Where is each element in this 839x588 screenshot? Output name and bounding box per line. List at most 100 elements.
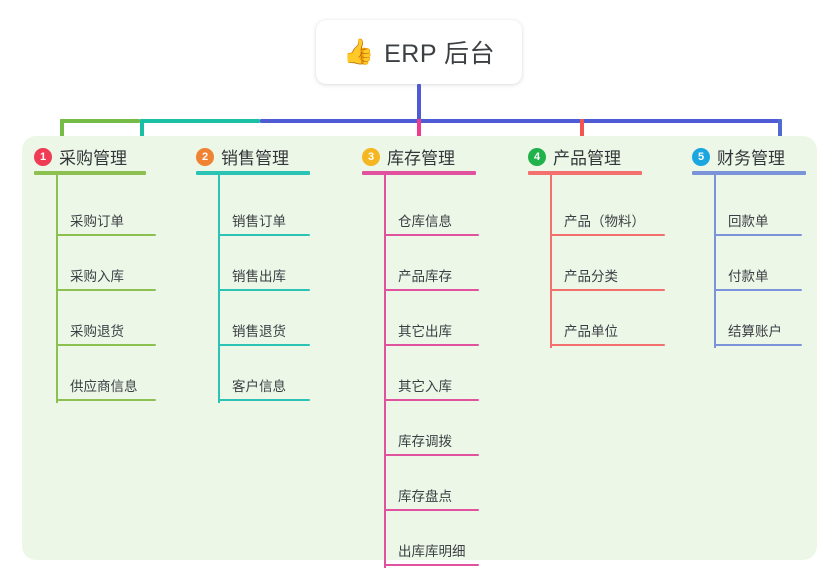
- leaf-node[interactable]: 产品库存: [384, 251, 479, 291]
- leaf-node-label: 付款单: [728, 269, 769, 284]
- leaf-node-label: 其它入库: [398, 379, 452, 394]
- leaf-node-rule: [218, 234, 310, 236]
- drop-connector-3: [417, 119, 421, 144]
- branch-header-rule: [362, 171, 476, 175]
- branch-header-rule: [34, 171, 146, 175]
- leaf-node-label: 回款单: [728, 214, 769, 229]
- branch-number-badge: 4: [528, 147, 546, 166]
- leaf-node[interactable]: 付款单: [714, 251, 802, 291]
- branch-number-badge: 2: [196, 147, 214, 166]
- branch-header-2[interactable]: 2 销售管理: [196, 144, 289, 169]
- branch-title: 产品管理: [553, 149, 621, 168]
- leaf-node-label: 销售出库: [232, 269, 286, 284]
- branch-title: 库存管理: [387, 149, 455, 168]
- drop-connector-1: [60, 119, 64, 144]
- branch-header-5[interactable]: 5 财务管理: [692, 144, 785, 169]
- leaf-node-rule: [714, 289, 802, 291]
- leaf-node-rule: [384, 234, 479, 236]
- leaf-node-label: 出库库明细: [398, 544, 466, 559]
- leaf-node[interactable]: 采购退货: [56, 306, 156, 346]
- leaf-node[interactable]: 产品单位: [550, 306, 665, 346]
- root-stem-connector: [417, 84, 421, 123]
- branch-number-badge: 5: [692, 147, 710, 166]
- leaf-node-rule: [550, 289, 665, 291]
- leaf-node-rule: [218, 344, 310, 346]
- leaf-node-label: 产品分类: [564, 269, 618, 284]
- leaf-node-label: 采购入库: [70, 269, 124, 284]
- leaf-node[interactable]: 结算账户: [714, 306, 802, 346]
- branch-header-1[interactable]: 1 采购管理: [34, 144, 127, 169]
- leaf-node-label: 供应商信息: [70, 379, 138, 394]
- leaf-node-label: 采购退货: [70, 324, 124, 339]
- leaf-node-label: 结算账户: [728, 324, 782, 339]
- leaf-node-rule: [218, 399, 310, 401]
- branch-trunk-line: [714, 173, 716, 348]
- leaf-node-rule: [384, 399, 479, 401]
- branch-header-rule: [528, 171, 642, 175]
- leaf-node-rule: [384, 509, 479, 511]
- branch-trunk-line: [218, 173, 220, 403]
- bus-segment-teal: [140, 119, 260, 123]
- leaf-node-rule: [56, 234, 156, 236]
- drop-connector-4: [580, 119, 584, 144]
- leaf-node[interactable]: 销售退货: [218, 306, 310, 346]
- branch-number-badge: 3: [362, 147, 380, 166]
- leaf-node[interactable]: 仓库信息: [384, 196, 479, 236]
- leaf-node[interactable]: 销售出库: [218, 251, 310, 291]
- leaf-node-rule: [56, 399, 156, 401]
- branch-trunk-line: [56, 173, 58, 403]
- leaf-node-label: 其它出库: [398, 324, 452, 339]
- leaf-node[interactable]: 产品（物料）: [550, 196, 665, 236]
- root-node-title: ERP 后台: [384, 40, 496, 68]
- leaf-node-rule: [384, 564, 479, 566]
- leaf-node[interactable]: 销售订单: [218, 196, 310, 236]
- leaf-node-label: 客户信息: [232, 379, 286, 394]
- leaf-node[interactable]: 出库库明细: [384, 526, 479, 566]
- drop-connector-5: [778, 119, 782, 144]
- thumbs-up-icon: 👍: [342, 37, 375, 66]
- leaf-node-rule: [550, 344, 665, 346]
- leaf-node-label: 库存盘点: [398, 489, 452, 504]
- branch-header-4[interactable]: 4 产品管理: [528, 144, 621, 169]
- leaf-node-rule: [550, 234, 665, 236]
- leaf-node-rule: [218, 289, 310, 291]
- leaf-node-label: 库存调拨: [398, 434, 452, 449]
- leaf-node[interactable]: 产品分类: [550, 251, 665, 291]
- leaf-node[interactable]: 采购订单: [56, 196, 156, 236]
- leaf-node-label: 产品单位: [564, 324, 618, 339]
- leaf-node-rule: [56, 289, 156, 291]
- leaf-node[interactable]: 采购入库: [56, 251, 156, 291]
- branch-trunk-line: [550, 173, 552, 348]
- mindmap-panel: 1 采购管理采购订单采购入库采购退货供应商信息 2 销售管理销售订单销售出库销售退货客…: [22, 136, 817, 568]
- branch-header-rule: [692, 171, 806, 175]
- branch-header-3[interactable]: 3 库存管理: [362, 144, 455, 169]
- leaf-node[interactable]: 库存盘点: [384, 471, 479, 511]
- leaf-node-rule: [714, 344, 802, 346]
- drop-connector-2: [140, 119, 144, 144]
- bus-segment-green: [60, 119, 140, 123]
- leaf-node[interactable]: 其它出库: [384, 306, 479, 346]
- leaf-node[interactable]: 库存调拨: [384, 416, 479, 456]
- branch-title: 销售管理: [221, 149, 289, 168]
- root-node-card[interactable]: 👍 ERP 后台: [316, 20, 522, 84]
- leaf-node-label: 产品库存: [398, 269, 452, 284]
- leaf-node-label: 销售订单: [232, 214, 286, 229]
- leaf-node-rule: [56, 344, 156, 346]
- leaf-node-rule: [384, 454, 479, 456]
- branch-header-rule: [196, 171, 310, 175]
- leaf-node-label: 仓库信息: [398, 214, 452, 229]
- leaf-node[interactable]: 供应商信息: [56, 361, 156, 401]
- leaf-node[interactable]: 回款单: [714, 196, 802, 236]
- leaf-node-rule: [714, 234, 802, 236]
- branch-number-badge: 1: [34, 147, 52, 166]
- branch-title: 采购管理: [59, 149, 127, 168]
- leaf-node[interactable]: 客户信息: [218, 361, 310, 401]
- leaf-node-label: 产品（物料）: [564, 214, 645, 229]
- leaf-node-rule: [384, 289, 479, 291]
- branch-title: 财务管理: [717, 149, 785, 168]
- branch-trunk-line: [384, 173, 386, 568]
- leaf-node[interactable]: 其它入库: [384, 361, 479, 401]
- leaf-node-rule: [384, 344, 479, 346]
- bus-segment-blue: [260, 119, 780, 123]
